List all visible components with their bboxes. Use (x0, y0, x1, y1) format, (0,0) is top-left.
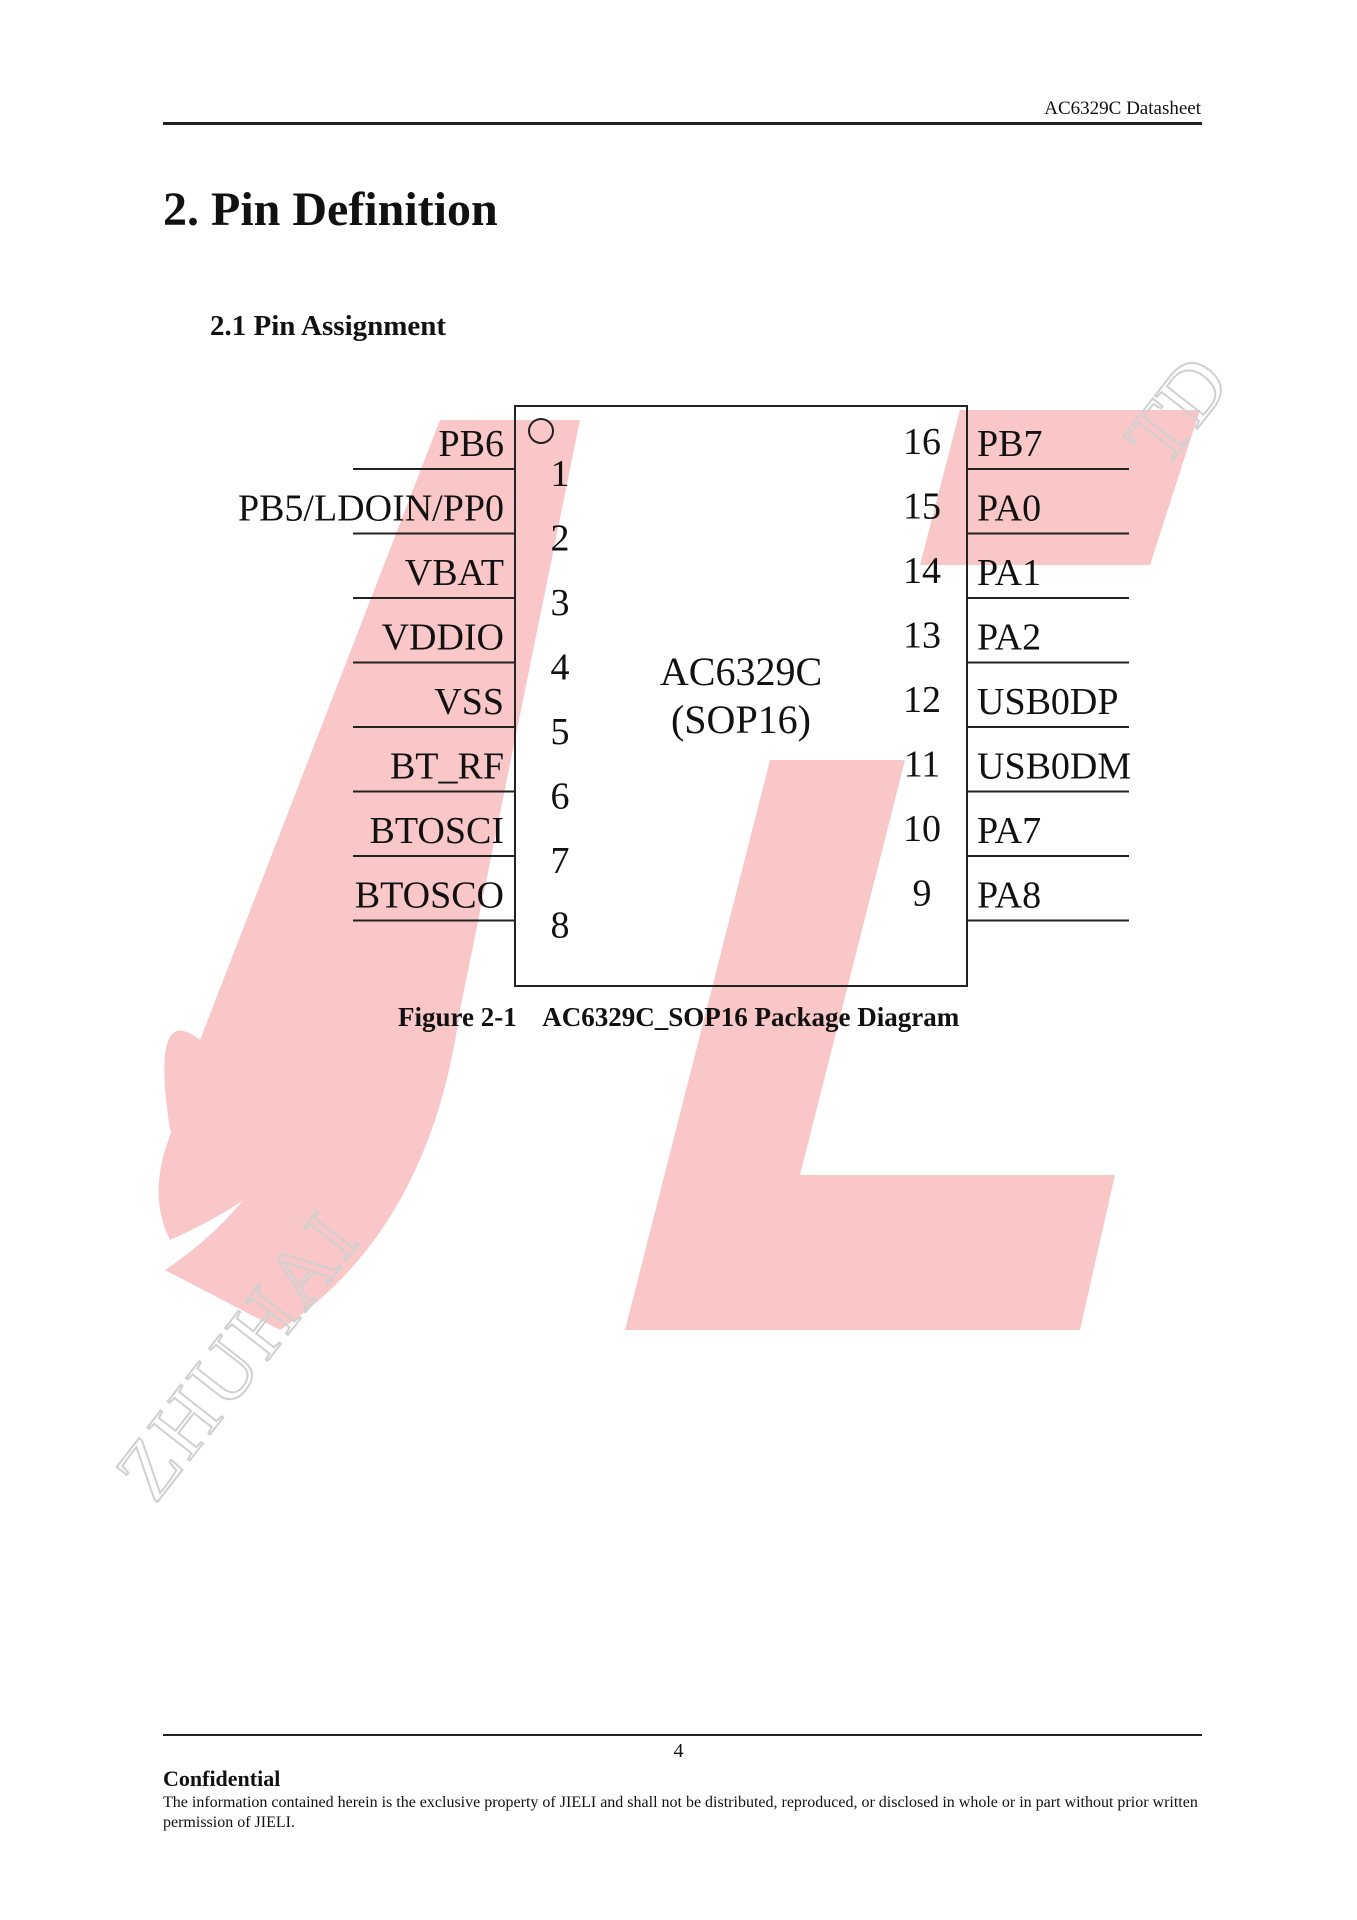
left-pin-label: BTOSCO (355, 875, 504, 917)
left-pin-label: VSS (434, 681, 504, 723)
right-pin-number: 11 (904, 744, 941, 786)
left-pin-label: PB6 (439, 423, 504, 465)
left-pin-label: VBAT (405, 552, 504, 594)
left-pin-number: 7 (551, 840, 570, 882)
right-pin-number: 10 (903, 808, 941, 850)
left-pin-number: 2 (551, 518, 570, 560)
right-pin-label: PA1 (977, 552, 1041, 594)
right-pin-number: 13 (903, 615, 941, 657)
page-number: 4 (673, 1740, 684, 1762)
left-pin-number: 8 (551, 905, 570, 947)
left-pin-label: VDDIO (382, 617, 504, 659)
left-pin-number: 6 (551, 776, 570, 818)
right-pin-label: USB0DM (977, 746, 1131, 788)
right-pin-label: PA8 (977, 875, 1041, 917)
chip-body (514, 405, 968, 987)
chapter-title: 2. Pin Definition (163, 183, 498, 236)
left-pin-number: 4 (551, 647, 570, 689)
right-pin-number: 9 (913, 873, 932, 915)
footer-rule (163, 1734, 1202, 1736)
chip-name: AC6329C (660, 649, 822, 694)
right-pin-number: 14 (903, 550, 941, 592)
section-title: 2.1 Pin Assignment (210, 310, 447, 342)
left-pin-label: BTOSCI (370, 810, 504, 852)
header-rule (163, 122, 1202, 125)
right-pin-label: PA7 (977, 810, 1041, 852)
figure-caption: Figure 2-1 AC6329C_SOP16 Package Diagram (398, 1002, 960, 1032)
confidential-label: Confidential (163, 1766, 281, 1791)
left-pin-number: 5 (551, 711, 570, 753)
left-pin-number: 3 (551, 582, 570, 624)
right-pin-number: 16 (903, 421, 941, 463)
right-pin-label: USB0DP (977, 681, 1119, 723)
right-pin-label: PA2 (977, 617, 1041, 659)
chip-package: (SOP16) (671, 697, 811, 742)
right-pin-label: PB7 (977, 423, 1042, 465)
right-pin-label: PA0 (977, 488, 1041, 530)
disclaimer-text: The information contained herein is the … (163, 1794, 1198, 1831)
left-pin-label: PB5/LDOIN/PP0 (238, 488, 504, 530)
header-title: AC6329C Datasheet (1044, 98, 1201, 119)
pin1-marker (528, 418, 554, 444)
right-pin-number: 12 (903, 679, 941, 721)
left-pin-number: 1 (551, 453, 570, 495)
left-pin-label: BT_RF (390, 746, 504, 788)
right-pin-number: 15 (903, 486, 941, 528)
